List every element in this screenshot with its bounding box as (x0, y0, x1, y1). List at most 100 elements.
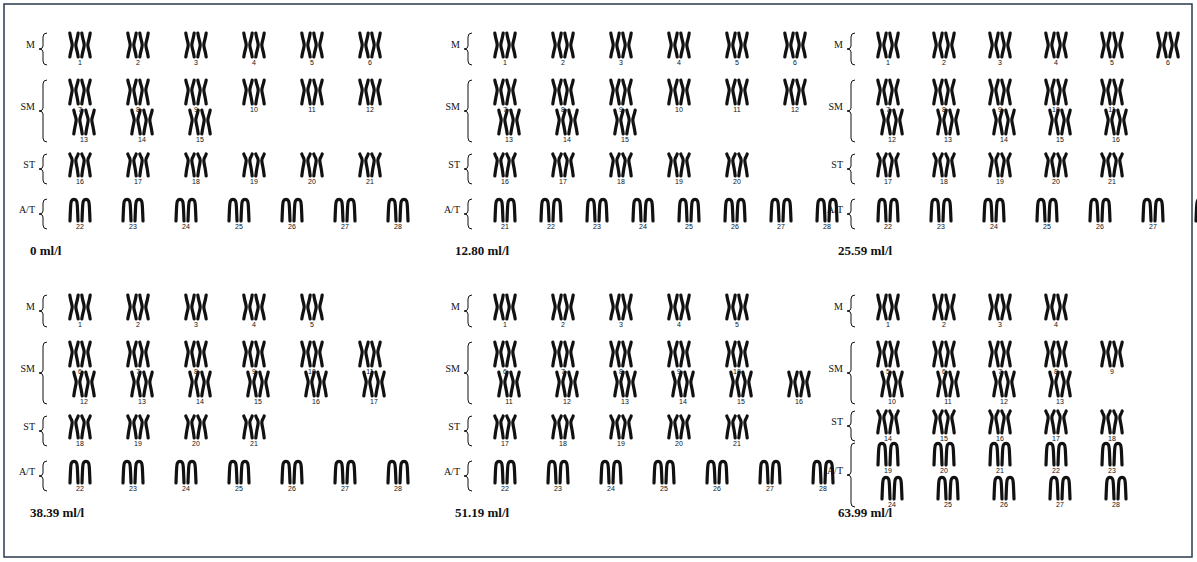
chromatid-shape (347, 199, 355, 221)
chromosome-number: 25 (679, 223, 699, 230)
chromosome-number: 17 (495, 440, 515, 447)
chromatid-shape (302, 154, 304, 176)
chromatid-shape (70, 33, 72, 57)
chromatid-shape (1114, 443, 1122, 465)
chromosome-number: 25 (229, 223, 249, 230)
chromosome-number: 13 (499, 136, 519, 143)
chromatid-shape (994, 477, 1002, 499)
chromosome-number: 16 (70, 178, 90, 185)
chromatid-shape (88, 33, 90, 57)
chromatid-shape (1120, 342, 1122, 366)
chromatid-shape (878, 33, 880, 57)
chromatid-shape (192, 342, 194, 366)
chromatid-shape (372, 342, 374, 366)
chromatid-shape (314, 33, 316, 57)
chromosome-number: 13 (1050, 398, 1070, 405)
group-brace (464, 416, 472, 446)
chromosome-number: 2 (128, 321, 148, 328)
chromatid-shape (250, 295, 252, 319)
chromatid-shape (1008, 342, 1010, 366)
chromatid-shape (302, 33, 304, 57)
chromosome-number: 12 (360, 106, 380, 113)
chromosome-number: 18 (553, 440, 573, 447)
chromatid-shape (198, 33, 200, 57)
chromosome-number: 5 (1102, 59, 1122, 66)
chromosome-number: 11 (360, 368, 380, 375)
chromatid-shape (134, 416, 136, 438)
chromatid-shape (681, 342, 683, 366)
chromatid-shape (563, 110, 565, 134)
chromosome-number: 22 (1046, 467, 1066, 474)
chromatid-shape (669, 154, 671, 176)
group-brace (847, 80, 855, 142)
chromatid-shape (633, 110, 635, 134)
group-brace (847, 342, 855, 404)
chromatid-shape (1058, 154, 1060, 176)
chromosome-number: 1 (70, 59, 90, 66)
chromatid-shape (675, 154, 677, 176)
chromosome-class-label: M (813, 40, 843, 50)
chromatid-shape (513, 342, 515, 366)
chromatid-shape (140, 33, 142, 57)
chromatid-shape (495, 33, 497, 57)
chromatid-shape (250, 154, 252, 176)
chromatid-shape (372, 154, 374, 176)
chromatid-shape (262, 33, 264, 57)
chromosome-number: 5 (878, 368, 898, 375)
chromatid-shape (1050, 110, 1052, 134)
chromatid-shape (617, 33, 619, 57)
chromatid-shape (495, 461, 503, 483)
chromosome-number: 27 (335, 223, 355, 230)
chromatid-shape (934, 80, 936, 104)
chromatid-shape (1058, 443, 1066, 465)
chromatid-shape (370, 372, 372, 396)
chromatid-shape (256, 80, 258, 104)
chromatid-shape (1102, 443, 1110, 465)
chromatid-shape (308, 80, 310, 104)
chromosome-number: 17 (878, 178, 898, 185)
chromatid-shape (739, 33, 741, 57)
chromatid-shape (1158, 33, 1160, 57)
chromatid-shape (669, 342, 671, 366)
chromatid-shape (186, 416, 188, 438)
chromosome-number: 7 (128, 368, 148, 375)
chromosome-number: 16 (1106, 136, 1126, 143)
chromatid-shape (996, 154, 998, 176)
chromosome-number: 8 (611, 368, 631, 375)
chromatid-shape (884, 411, 886, 433)
chromatid-shape (934, 154, 936, 176)
chromatid-shape (623, 33, 625, 57)
chromatid-shape (229, 461, 237, 483)
chromosome-number: 18 (70, 440, 90, 447)
chromatid-shape (92, 372, 94, 396)
chromatid-shape (946, 342, 948, 366)
chromatid-shape (513, 80, 515, 104)
chromosome-class-label: A/T (430, 467, 460, 477)
chromatid-shape (1155, 199, 1163, 221)
chromosome-number: 23 (931, 223, 951, 230)
chromatid-shape (1064, 154, 1066, 176)
chromatid-shape (617, 295, 619, 319)
chromatid-shape (940, 154, 942, 176)
chromosome-number: 27 (1143, 223, 1163, 230)
chromatid-shape (260, 372, 262, 396)
chromatid-shape (1046, 411, 1048, 433)
chromatid-shape (623, 295, 625, 319)
chromosome-number: 8 (934, 106, 954, 113)
chromosome-number: 28 (1196, 223, 1197, 230)
chromatid-shape (557, 372, 559, 396)
chromatid-shape (1052, 33, 1054, 57)
group-brace (464, 199, 472, 229)
chromatid-shape (495, 342, 497, 366)
chromatid-shape (565, 80, 567, 104)
chromatid-shape (262, 416, 264, 438)
chromosome-number: 21 (990, 467, 1010, 474)
chromatid-shape (1056, 372, 1058, 396)
chromatid-shape (623, 154, 625, 176)
chromatid-shape (134, 154, 136, 176)
chromatid-shape (86, 372, 88, 396)
chromatid-shape (675, 416, 677, 438)
chromosome-number: 7 (553, 368, 573, 375)
chromatid-shape (1052, 154, 1054, 176)
chromatid-shape (80, 110, 82, 134)
